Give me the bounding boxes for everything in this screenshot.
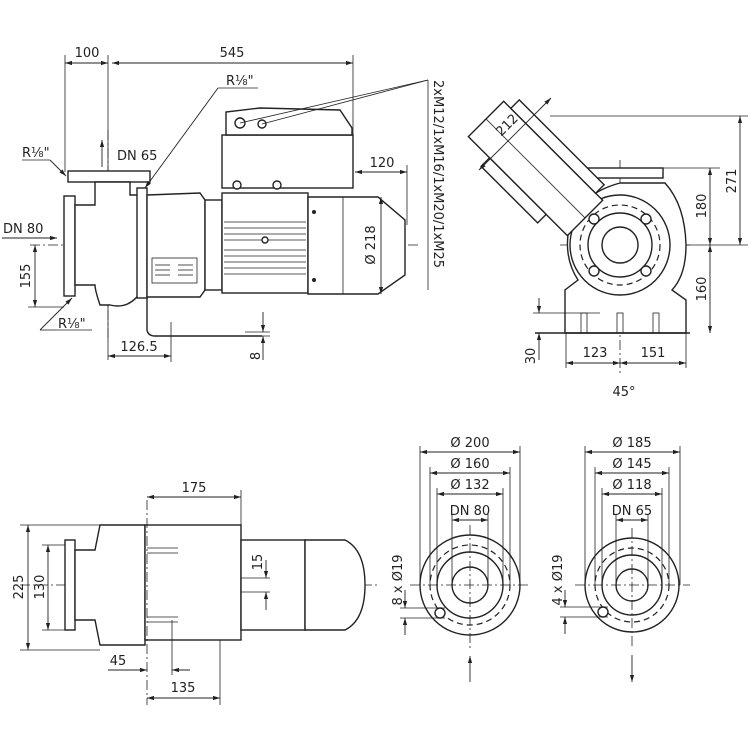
outlet-label: DN 65 (117, 149, 157, 164)
dim-30-label: 30 (524, 348, 539, 365)
dim-155-label: 155 (19, 264, 34, 289)
inlet-flange: Ø 200 Ø 160 Ø 132 DN 80 8 x Ø19 (391, 436, 530, 682)
thread-bottom-label: R⅛" (58, 317, 86, 332)
pump-casing (63, 170, 223, 307)
outlet-nominal: DN 65 (612, 504, 652, 519)
dim-271-label: 271 (725, 169, 740, 194)
inlet-raised-face: Ø 132 (450, 478, 489, 493)
outlet-flange: Ø 185 Ø 145 Ø 118 DN 65 4 x Ø19 (551, 436, 690, 682)
dim-15-label: 15 (251, 554, 266, 571)
dim-175-label: 175 (182, 481, 207, 496)
dim-123-label: 123 (583, 346, 608, 361)
inlet-bolt-circle: Ø 160 (450, 457, 489, 472)
dim-160-label: 160 (695, 277, 710, 302)
outlet-holes: 4 x Ø19 (551, 554, 566, 605)
thread-left-label: R⅛" (22, 146, 50, 161)
dim-545-label: 545 (220, 46, 245, 61)
outlet-bolt-circle: Ø 145 (612, 457, 651, 472)
dim-151-label: 151 (641, 346, 666, 361)
front-view: 100 545 (2, 46, 445, 362)
dim-8-label: 8 (249, 352, 264, 360)
inlet-holes: 8 x Ø19 (391, 554, 406, 605)
base-frame (146, 298, 262, 337)
control-box (221, 107, 354, 190)
inlet-label: DN 80 (3, 222, 43, 237)
dim-120-label: 120 (370, 156, 395, 171)
dim-130-label: 130 (33, 575, 48, 600)
thread-top-label: R⅛" (226, 74, 254, 89)
dim-126-5-label: 126.5 (120, 340, 157, 355)
side-view: 271 180 160 212 30 123 151 45° (467, 97, 748, 400)
inlet-nominal: DN 80 (450, 504, 490, 519)
top-view: 175 225 130 15 45 135 (12, 481, 380, 705)
outlet-outer-dia: Ø 185 (612, 436, 651, 451)
dim-135-label: 135 (171, 681, 196, 696)
fan-cover (307, 196, 406, 295)
dim-225-label: 225 (12, 575, 27, 600)
outlet-raised-face: Ø 118 (612, 478, 651, 493)
dim-218-label: Ø 218 (364, 225, 379, 264)
cable-glands-label: 2xM12/1xM16/1xM20/1xM25 (430, 80, 445, 268)
dim-45-label: 45 (110, 654, 127, 669)
dim-100-label: 100 (75, 46, 100, 61)
angle-label: 45° (612, 385, 635, 400)
dim-180-label: 180 (695, 194, 710, 219)
inlet-outer-dia: Ø 200 (450, 436, 489, 451)
